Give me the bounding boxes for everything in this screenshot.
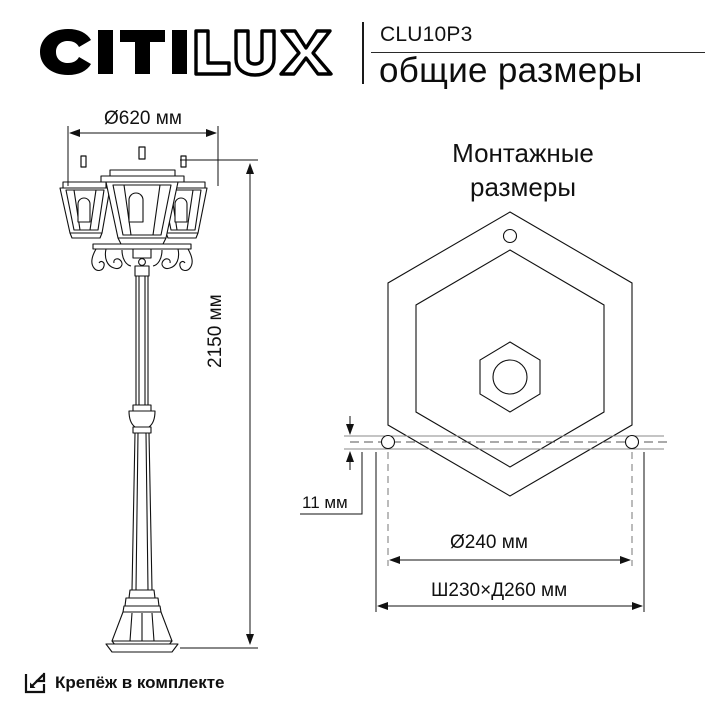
mounting-title-line-1: Монтажные: [452, 138, 594, 168]
footer-note-text: Крепёж в комплекте: [55, 673, 225, 692]
dimension-label-width-depth: Ш230×Д260 мм: [431, 580, 568, 601]
mounting-hole-top: [502, 228, 518, 244]
dimension-label-diameter: Ø620 мм: [104, 108, 182, 129]
header-rule: [371, 52, 705, 53]
page-header: CLU10P3 общие размеры: [0, 0, 720, 100]
arrow-into-box-icon: [24, 672, 46, 694]
model-code: CLU10P3: [380, 23, 473, 46]
dimension-label-bolt-circle: Ø240 мм: [450, 532, 528, 553]
center-bore: [492, 359, 528, 395]
header-divider: [362, 22, 364, 84]
dimension-label-thickness: 11 мм: [302, 493, 348, 512]
mounting-hole-left: [380, 434, 396, 450]
mounting-hole-right: [624, 434, 640, 450]
mounting-title-line-2: размеры: [469, 171, 577, 202]
citilux-logo: [40, 29, 333, 77]
mounting-dimensions-title: Монтажные размеры: [398, 137, 648, 205]
page-subtitle: общие размеры: [379, 51, 643, 90]
footer-note: Крепёж в комплекте: [24, 672, 225, 694]
thickness-leader: [300, 452, 363, 515]
